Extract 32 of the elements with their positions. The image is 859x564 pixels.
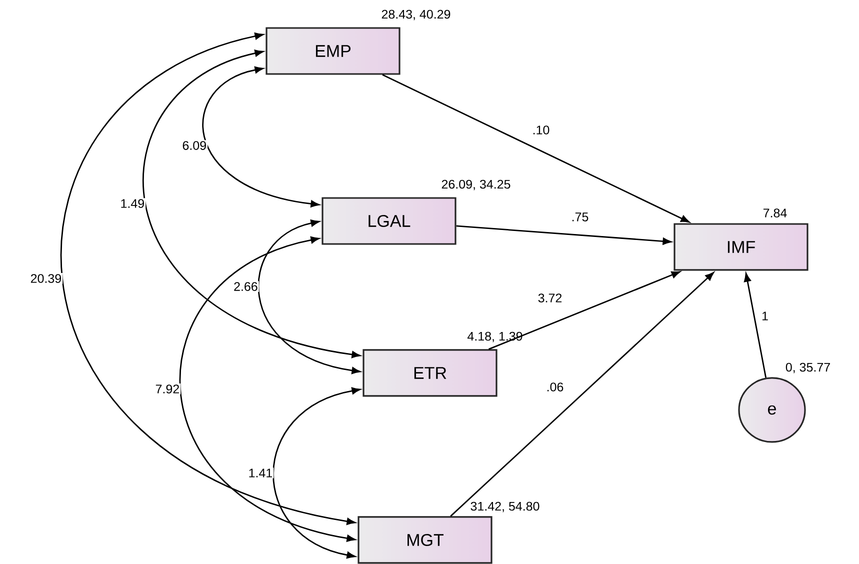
estimate-label: 28.43, 40.29	[382, 10, 450, 20]
estimate-label: 7.84	[763, 208, 787, 218]
variable-box: IMF	[674, 223, 808, 271]
variable-box: EMP	[266, 27, 400, 75]
variable-box: ETR	[362, 349, 498, 397]
estimate-label: 26.09, 34.25	[442, 180, 510, 190]
variable-box: MGT	[358, 516, 492, 564]
edge-label: 6.09	[182, 141, 206, 150]
edge-label: 1	[762, 312, 768, 320]
edge-label: 1.41	[249, 468, 272, 478]
covariance-arrow	[272, 387, 360, 559]
variable-box: LGAL	[322, 197, 456, 245]
edge-label: 20.39	[30, 274, 62, 283]
estimate-label: 0, 35.77	[786, 362, 830, 374]
arrow	[456, 225, 672, 245]
edge-label: .75	[572, 212, 588, 222]
arrow	[382, 74, 690, 223]
covariance-arrow	[62, 32, 356, 525]
edge-label: 3.72	[538, 294, 562, 302]
edge-label: 2.66	[234, 282, 258, 291]
arrow	[488, 271, 680, 350]
arrow	[450, 272, 714, 517]
covariance-arrow	[202, 66, 320, 208]
estimate-label: 31.42, 54.80	[470, 502, 540, 512]
covariance-arrow	[180, 236, 356, 542]
edge-label: .06	[547, 382, 564, 392]
covariance-arrow	[143, 50, 360, 358]
covariance-arrow	[258, 220, 360, 374]
edge-label: .10	[533, 126, 550, 134]
edge-label: 1.49	[121, 199, 144, 208]
arrow	[744, 273, 767, 378]
edge-label: 7.92	[156, 384, 179, 394]
